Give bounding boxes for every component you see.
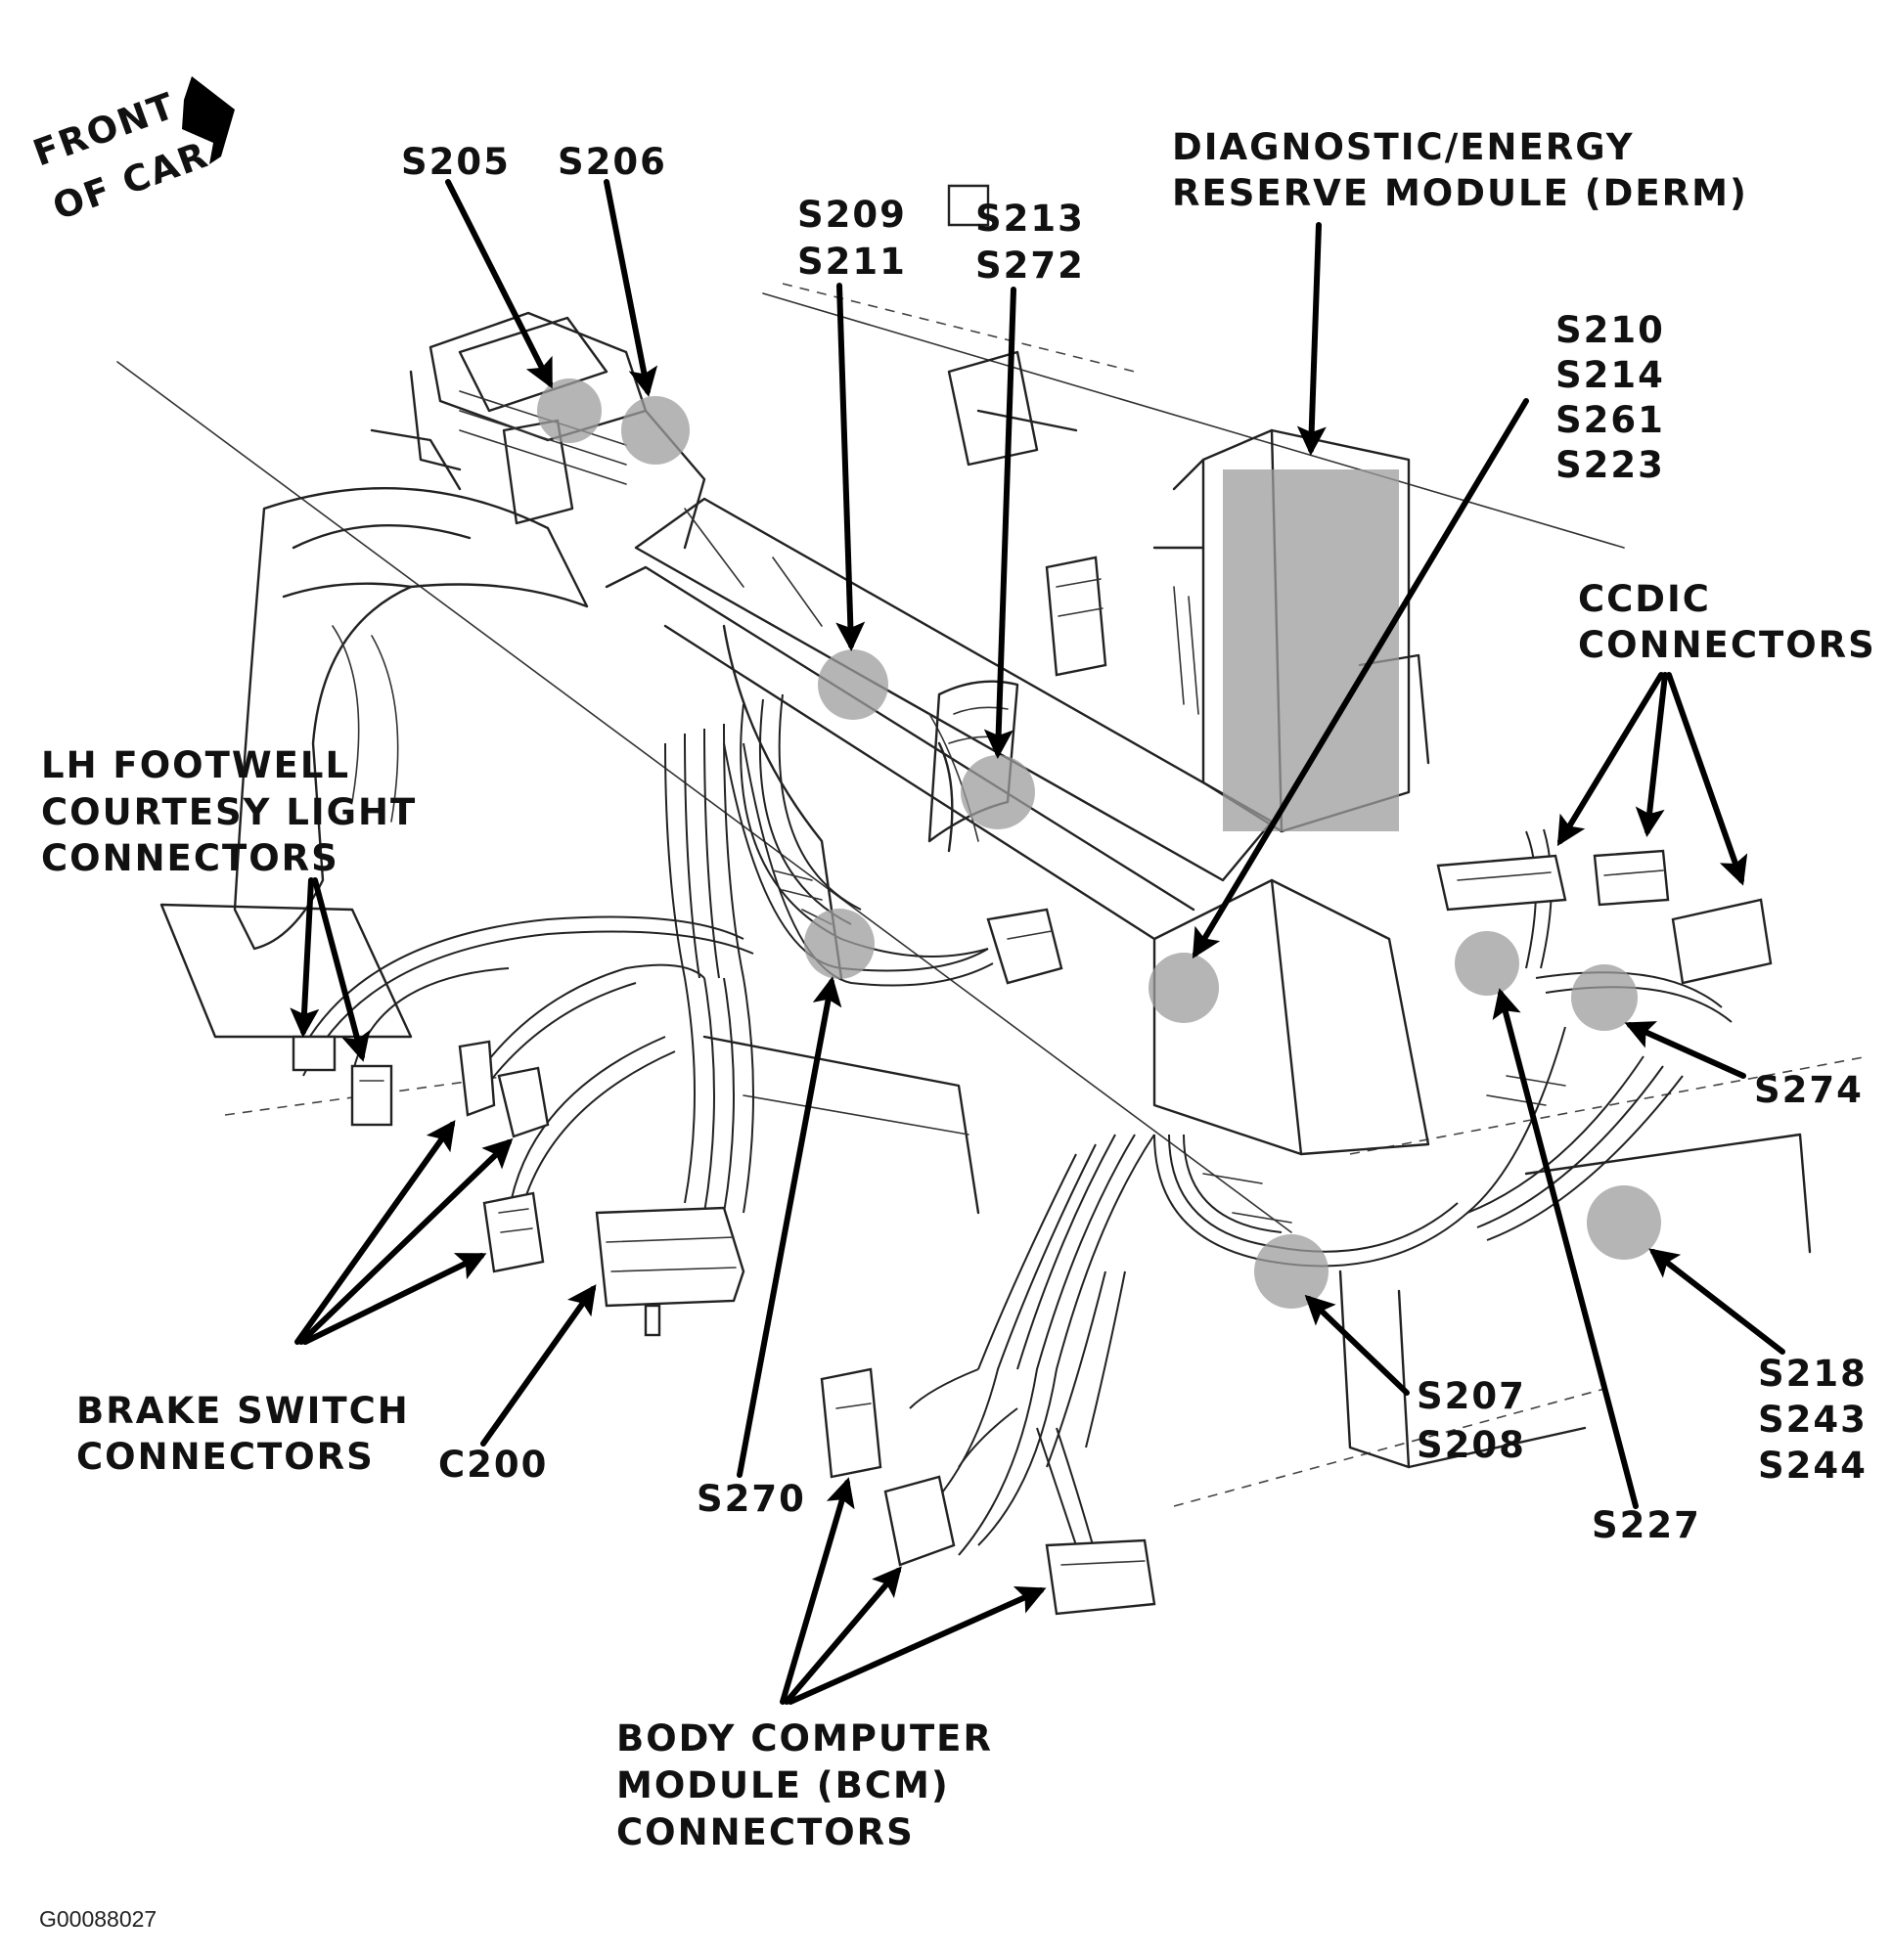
arrow-s206 <box>604 179 658 397</box>
arrow-brake-2 <box>298 1137 514 1345</box>
beam-connectors <box>928 184 1107 985</box>
label-s209: S209 <box>797 194 907 236</box>
arrow-s210 <box>1192 398 1529 959</box>
spot-s207 <box>1254 1234 1329 1309</box>
left-harness-wires <box>293 723 994 1224</box>
label-s207: S207 <box>1417 1375 1526 1417</box>
lh-footwell-connectors <box>292 1035 393 1127</box>
label-s244: S244 <box>1758 1445 1868 1487</box>
label-brake-switch-line2: CONNECTORS <box>76 1436 375 1478</box>
spot-s206 <box>621 396 690 465</box>
spot-s274 <box>1571 964 1638 1031</box>
ccdic-connector-shapes <box>1436 849 1773 985</box>
label-bcm-line1: BODY COMPUTER <box>616 1717 993 1760</box>
spot-s205 <box>537 379 602 443</box>
steering-column <box>159 316 608 1039</box>
label-s272: S272 <box>975 245 1085 287</box>
arrow-ccdic-3 <box>1666 672 1748 886</box>
label-s211: S211 <box>797 241 907 283</box>
label-s261: S261 <box>1555 399 1665 441</box>
arrow-brake-1 <box>294 1120 456 1345</box>
label-derm-line1: DIAGNOSTIC/ENERGY <box>1172 126 1635 168</box>
front-of-car-indicator: FRONT OF CAR <box>27 76 235 228</box>
figure-code: G00088027 <box>39 1906 157 1932</box>
label-s274: S274 <box>1754 1069 1864 1111</box>
arrow-s270 <box>737 976 842 1478</box>
right-harness-wires <box>909 828 1733 1556</box>
label-lh-footwell-line1: LH FOOTWELL <box>41 744 350 786</box>
brake-switch-connectors <box>458 1040 550 1273</box>
arrow-s274 <box>1624 1021 1746 1079</box>
spot-s218 <box>1587 1185 1661 1260</box>
label-ccdic-line2: CONNECTORS <box>1578 624 1876 666</box>
spot-derm <box>1223 469 1399 831</box>
cross-car-beam <box>605 497 1274 980</box>
arrow-ccdic-2 <box>1635 672 1668 837</box>
label-s214: S214 <box>1555 354 1665 396</box>
arrow-s213 <box>983 287 1016 759</box>
arrow-bcm-3 <box>788 1586 1047 1705</box>
arrow-lh-footwell-2 <box>312 877 371 1062</box>
spot-s210 <box>1149 953 1219 1023</box>
spot-s213 <box>961 755 1035 829</box>
arrow-ccdic-1 <box>1556 672 1664 847</box>
spot-s227 <box>1455 931 1519 996</box>
label-s223: S223 <box>1555 444 1665 486</box>
front-direction-arrow-icon <box>182 76 235 164</box>
dashboard-line-art <box>116 184 1869 1556</box>
arrow-s205 <box>445 179 553 389</box>
arrow-c200 <box>480 1284 597 1447</box>
label-s213: S213 <box>975 198 1085 240</box>
label-lh-footwell-line3: CONNECTORS <box>41 837 339 879</box>
arrow-s207 <box>1304 1294 1410 1396</box>
label-s227: S227 <box>1592 1504 1701 1546</box>
arrow-s209 <box>835 283 866 651</box>
arrow-bcm-1 <box>780 1477 855 1705</box>
splice-spots <box>537 379 1661 1309</box>
label-s208: S208 <box>1417 1424 1526 1466</box>
label-brake-switch-line1: BRAKE SWITCH <box>76 1390 410 1432</box>
arrow-lh-footwell-1 <box>290 877 320 1038</box>
label-s218: S218 <box>1758 1353 1868 1395</box>
spot-s209 <box>818 649 888 720</box>
label-s210: S210 <box>1555 309 1665 351</box>
label-bcm-line3: CONNECTORS <box>616 1811 915 1853</box>
c200-connector <box>595 1206 745 1337</box>
label-s270: S270 <box>697 1478 806 1520</box>
arrow-s218 <box>1648 1248 1785 1355</box>
arrow-derm <box>1296 222 1327 456</box>
arrow-brake-3 <box>302 1253 487 1345</box>
arrow-bcm-2 <box>784 1566 902 1705</box>
spot-s270 <box>804 909 875 979</box>
label-s206: S206 <box>558 141 667 183</box>
label-derm-line2: RESERVE MODULE (DERM) <box>1172 172 1748 214</box>
label-c200: C200 <box>438 1444 548 1486</box>
label-bcm-line2: MODULE (BCM) <box>616 1764 950 1806</box>
label-ccdic-line1: CCDIC <box>1578 578 1711 620</box>
leader-arrows <box>290 179 1785 1705</box>
label-lh-footwell-line2: COURTESY LIGHT <box>41 791 417 833</box>
bcm-connector-shapes <box>820 1367 1156 1616</box>
label-s243: S243 <box>1758 1399 1868 1441</box>
label-s205: S205 <box>401 141 511 183</box>
center-console <box>702 878 1812 1469</box>
arrow-s227 <box>1492 988 1639 1509</box>
